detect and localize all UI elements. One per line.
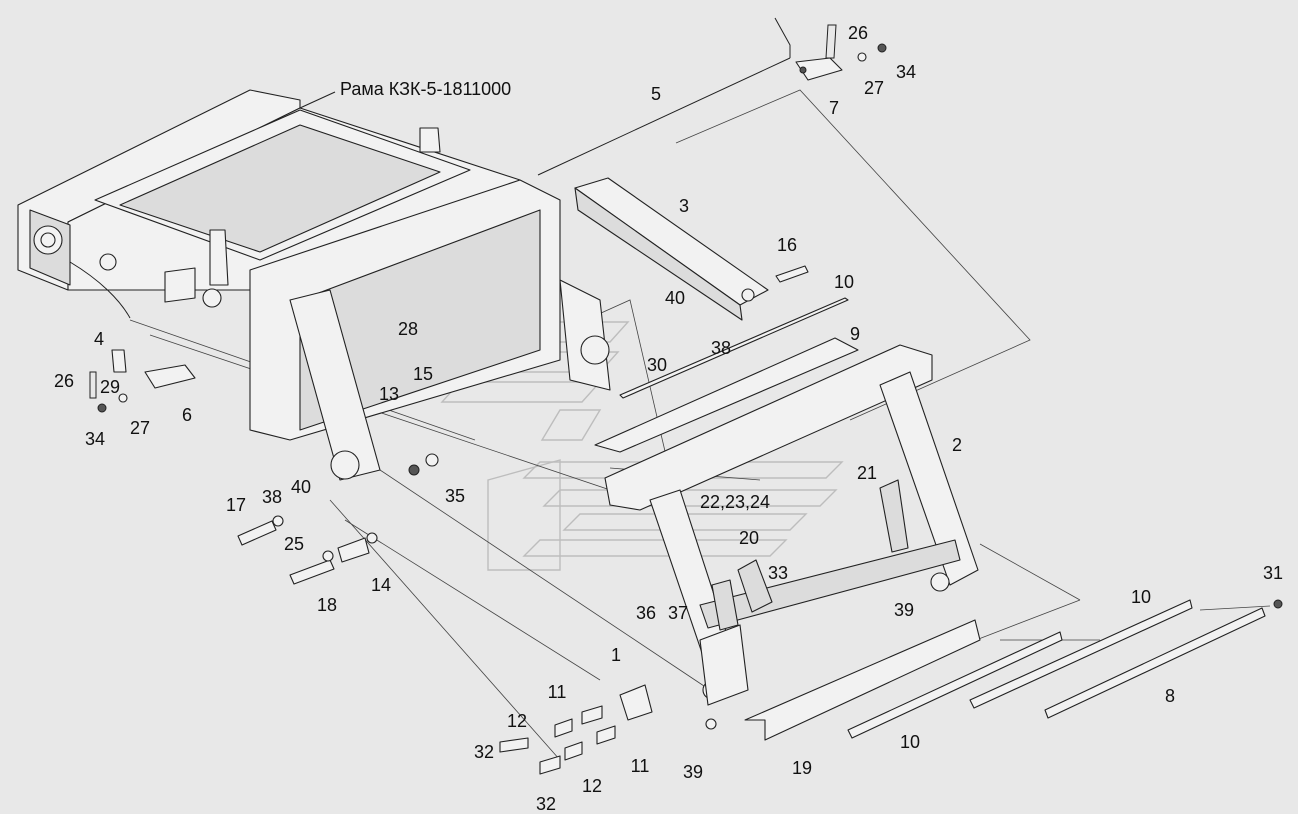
callout-c-40a: 40 <box>665 288 685 308</box>
callout-c-5: 5 <box>651 84 661 104</box>
callout-c-19: 19 <box>792 758 812 778</box>
callout-c-38b: 38 <box>262 487 282 507</box>
callout-c-12b: 12 <box>582 776 602 796</box>
pins-left <box>237 453 439 585</box>
callout-c-17: 17 <box>226 495 246 515</box>
callout-c-7: 7 <box>829 98 839 118</box>
callout-c-30: 30 <box>647 355 667 375</box>
callout-c-18: 18 <box>317 595 337 615</box>
fastener-group-1 <box>499 684 717 775</box>
callout-c-26b: 26 <box>54 371 74 391</box>
callout-c-39b: 39 <box>683 762 703 782</box>
callout-c-14: 14 <box>371 575 391 595</box>
callout-c-2: 2 <box>952 435 962 455</box>
callout-c-33: 33 <box>768 563 788 583</box>
diagram-title: Рама КЗК-5-1811000 <box>340 79 511 99</box>
strips-8-10 <box>847 599 1283 739</box>
main-frame <box>17 89 611 481</box>
callout-c-15: 15 <box>413 364 433 384</box>
callout-c-32b: 32 <box>536 794 556 814</box>
title-leader <box>299 91 336 109</box>
callout-c-21: 21 <box>857 463 877 483</box>
lever-assembly-left <box>89 349 196 413</box>
part-16-pin <box>775 265 809 283</box>
callout-c-20: 20 <box>739 528 759 548</box>
callout-c-11a: 11 <box>548 682 567 702</box>
callout-c-38a: 38 <box>711 338 731 358</box>
callout-c-40b: 40 <box>291 477 311 497</box>
plates-9-10 <box>594 297 859 453</box>
callout-c-10b: 10 <box>1131 587 1151 607</box>
part-3-beam <box>574 177 769 321</box>
callout-c-34a: 34 <box>896 62 916 82</box>
callout-c-9: 9 <box>850 324 860 344</box>
callout-c-3: 3 <box>679 196 689 216</box>
part-2-subframe <box>604 344 979 706</box>
callout-c-31: 31 <box>1263 563 1283 583</box>
lever-assembly-top <box>795 24 887 81</box>
callout-c-6: 6 <box>182 405 192 425</box>
callout-c-32a: 32 <box>474 742 494 762</box>
callout-c-10c: 10 <box>900 732 920 752</box>
callout-c-16: 16 <box>777 235 797 255</box>
callout-c-13: 13 <box>379 384 399 404</box>
callout-c-37: 37 <box>668 603 688 623</box>
callout-c-12a: 12 <box>507 711 527 731</box>
callout-c-10a: 10 <box>834 272 854 292</box>
assembly-guide-lines <box>129 89 1271 761</box>
callout-labels: 26 34 27 7 5 3 16 10 40 9 38 30 28 15 13 4 26 29 6 27 34 2 21 3… <box>54 23 1283 814</box>
callout-c-29: 29 <box>100 377 120 397</box>
callout-c-25: 25 <box>284 534 304 554</box>
callout-c-27b: 27 <box>130 418 150 438</box>
callout-c-36: 36 <box>636 603 656 623</box>
callout-c-28: 28 <box>398 319 418 339</box>
part-5-rod <box>537 17 791 176</box>
callout-c-39a: 39 <box>894 600 914 620</box>
callout-c-1: 1 <box>611 645 621 665</box>
callout-c-34b: 34 <box>85 429 105 449</box>
callout-c-4: 4 <box>94 329 104 349</box>
callout-c-8: 8 <box>1165 686 1175 706</box>
callout-c-27a: 27 <box>864 78 884 98</box>
callout-c-35: 35 <box>445 486 465 506</box>
callout-c-11b: 11 <box>631 756 650 776</box>
callout-c-26a: 26 <box>848 23 868 43</box>
part-19-angle <box>744 619 981 741</box>
callout-c-22: 22,23,24 <box>700 492 770 512</box>
